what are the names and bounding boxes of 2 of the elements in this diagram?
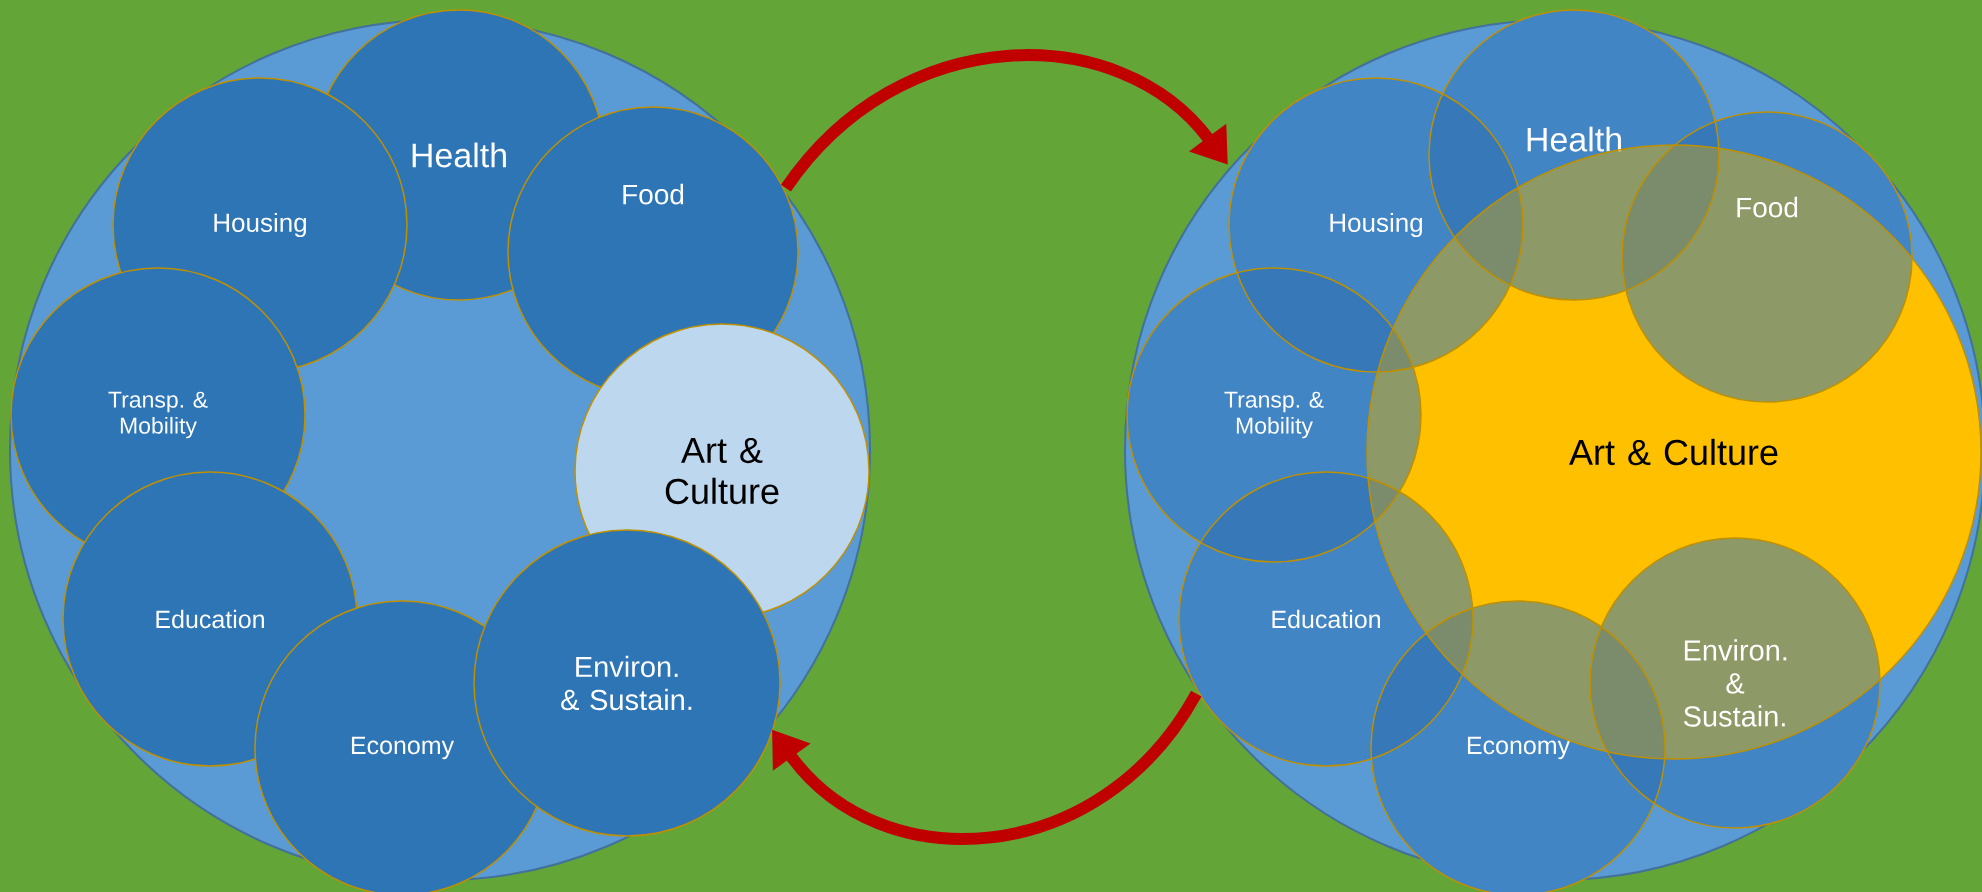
curved-arrow bbox=[781, 49, 1228, 192]
curved-arrow bbox=[772, 690, 1202, 845]
